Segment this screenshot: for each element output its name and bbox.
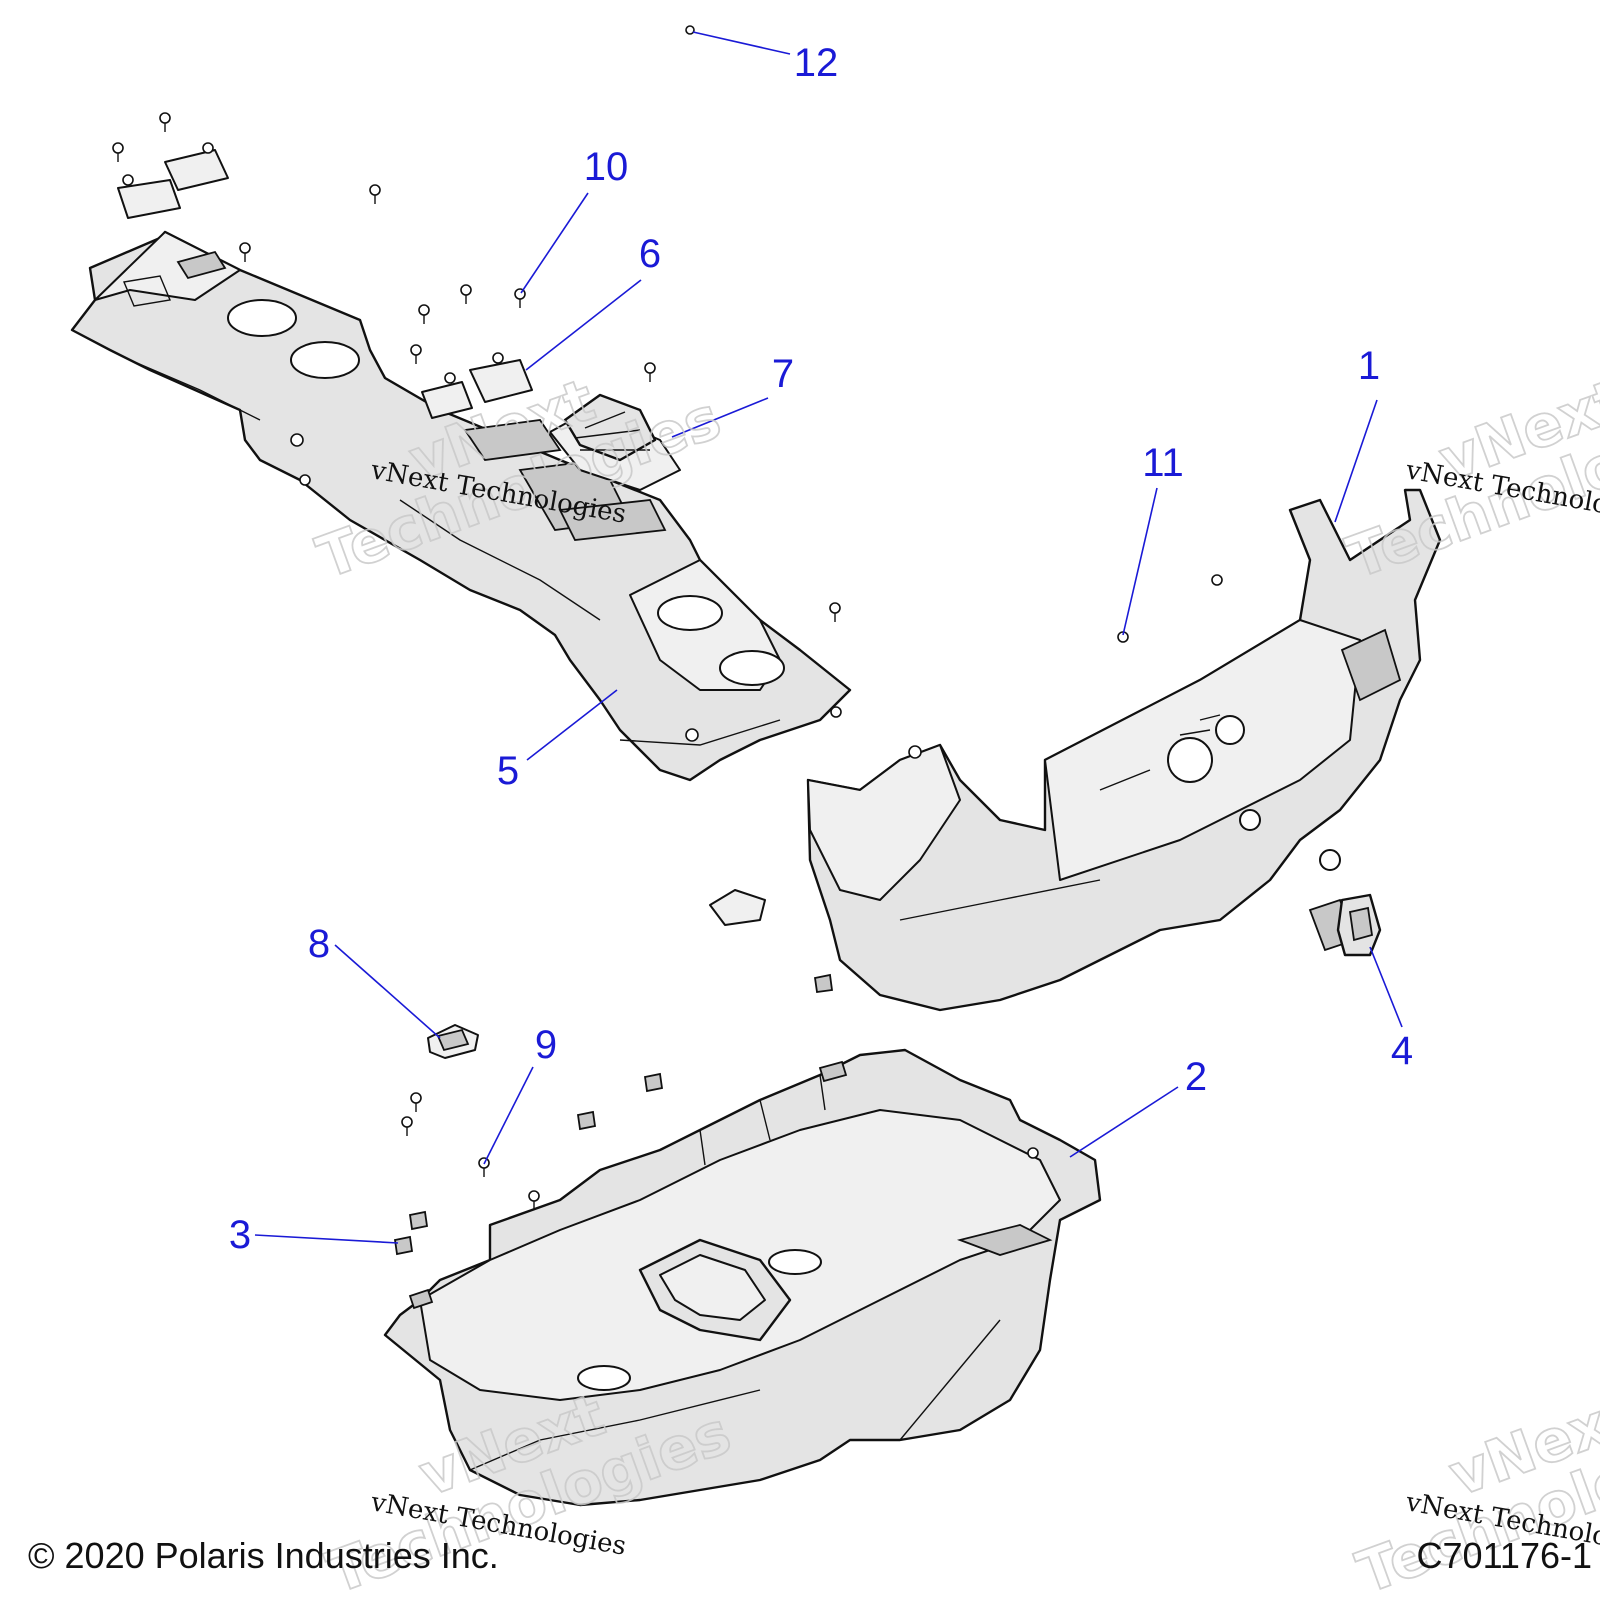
callout-8: 8	[308, 922, 330, 966]
shifter-boot-part-7	[549, 393, 681, 491]
leader-lines	[254, 31, 1403, 1244]
callout-6: 6	[639, 232, 661, 276]
copyright-text: © 2020 Polaris Industries Inc.	[28, 1535, 499, 1576]
callout-2: 2	[1185, 1055, 1207, 1099]
firewall-panel-part-1	[709, 488, 1442, 1012]
clip-part-8	[427, 1024, 479, 1059]
callout-5: 5	[497, 749, 519, 793]
drawing-id: C701176-1	[1417, 1535, 1592, 1576]
callout-7: 7	[772, 352, 794, 396]
callout-9: 9	[535, 1023, 557, 1067]
grommet-part-4	[1336, 893, 1382, 957]
center-console-part	[70, 230, 852, 782]
callout-4: 4	[1391, 1029, 1413, 1073]
callout-12: 12	[794, 41, 839, 85]
floor-pan-part-2	[383, 1048, 1102, 1507]
callout-11: 11	[1142, 441, 1184, 485]
callout-labels: 1 2 3 4 5 6 7 8 9 10 11 12	[229, 41, 1413, 1257]
pad-part-6	[117, 142, 533, 419]
callout-3: 3	[229, 1213, 251, 1257]
callout-1: 1	[1358, 344, 1380, 388]
callout-10: 10	[584, 145, 629, 189]
